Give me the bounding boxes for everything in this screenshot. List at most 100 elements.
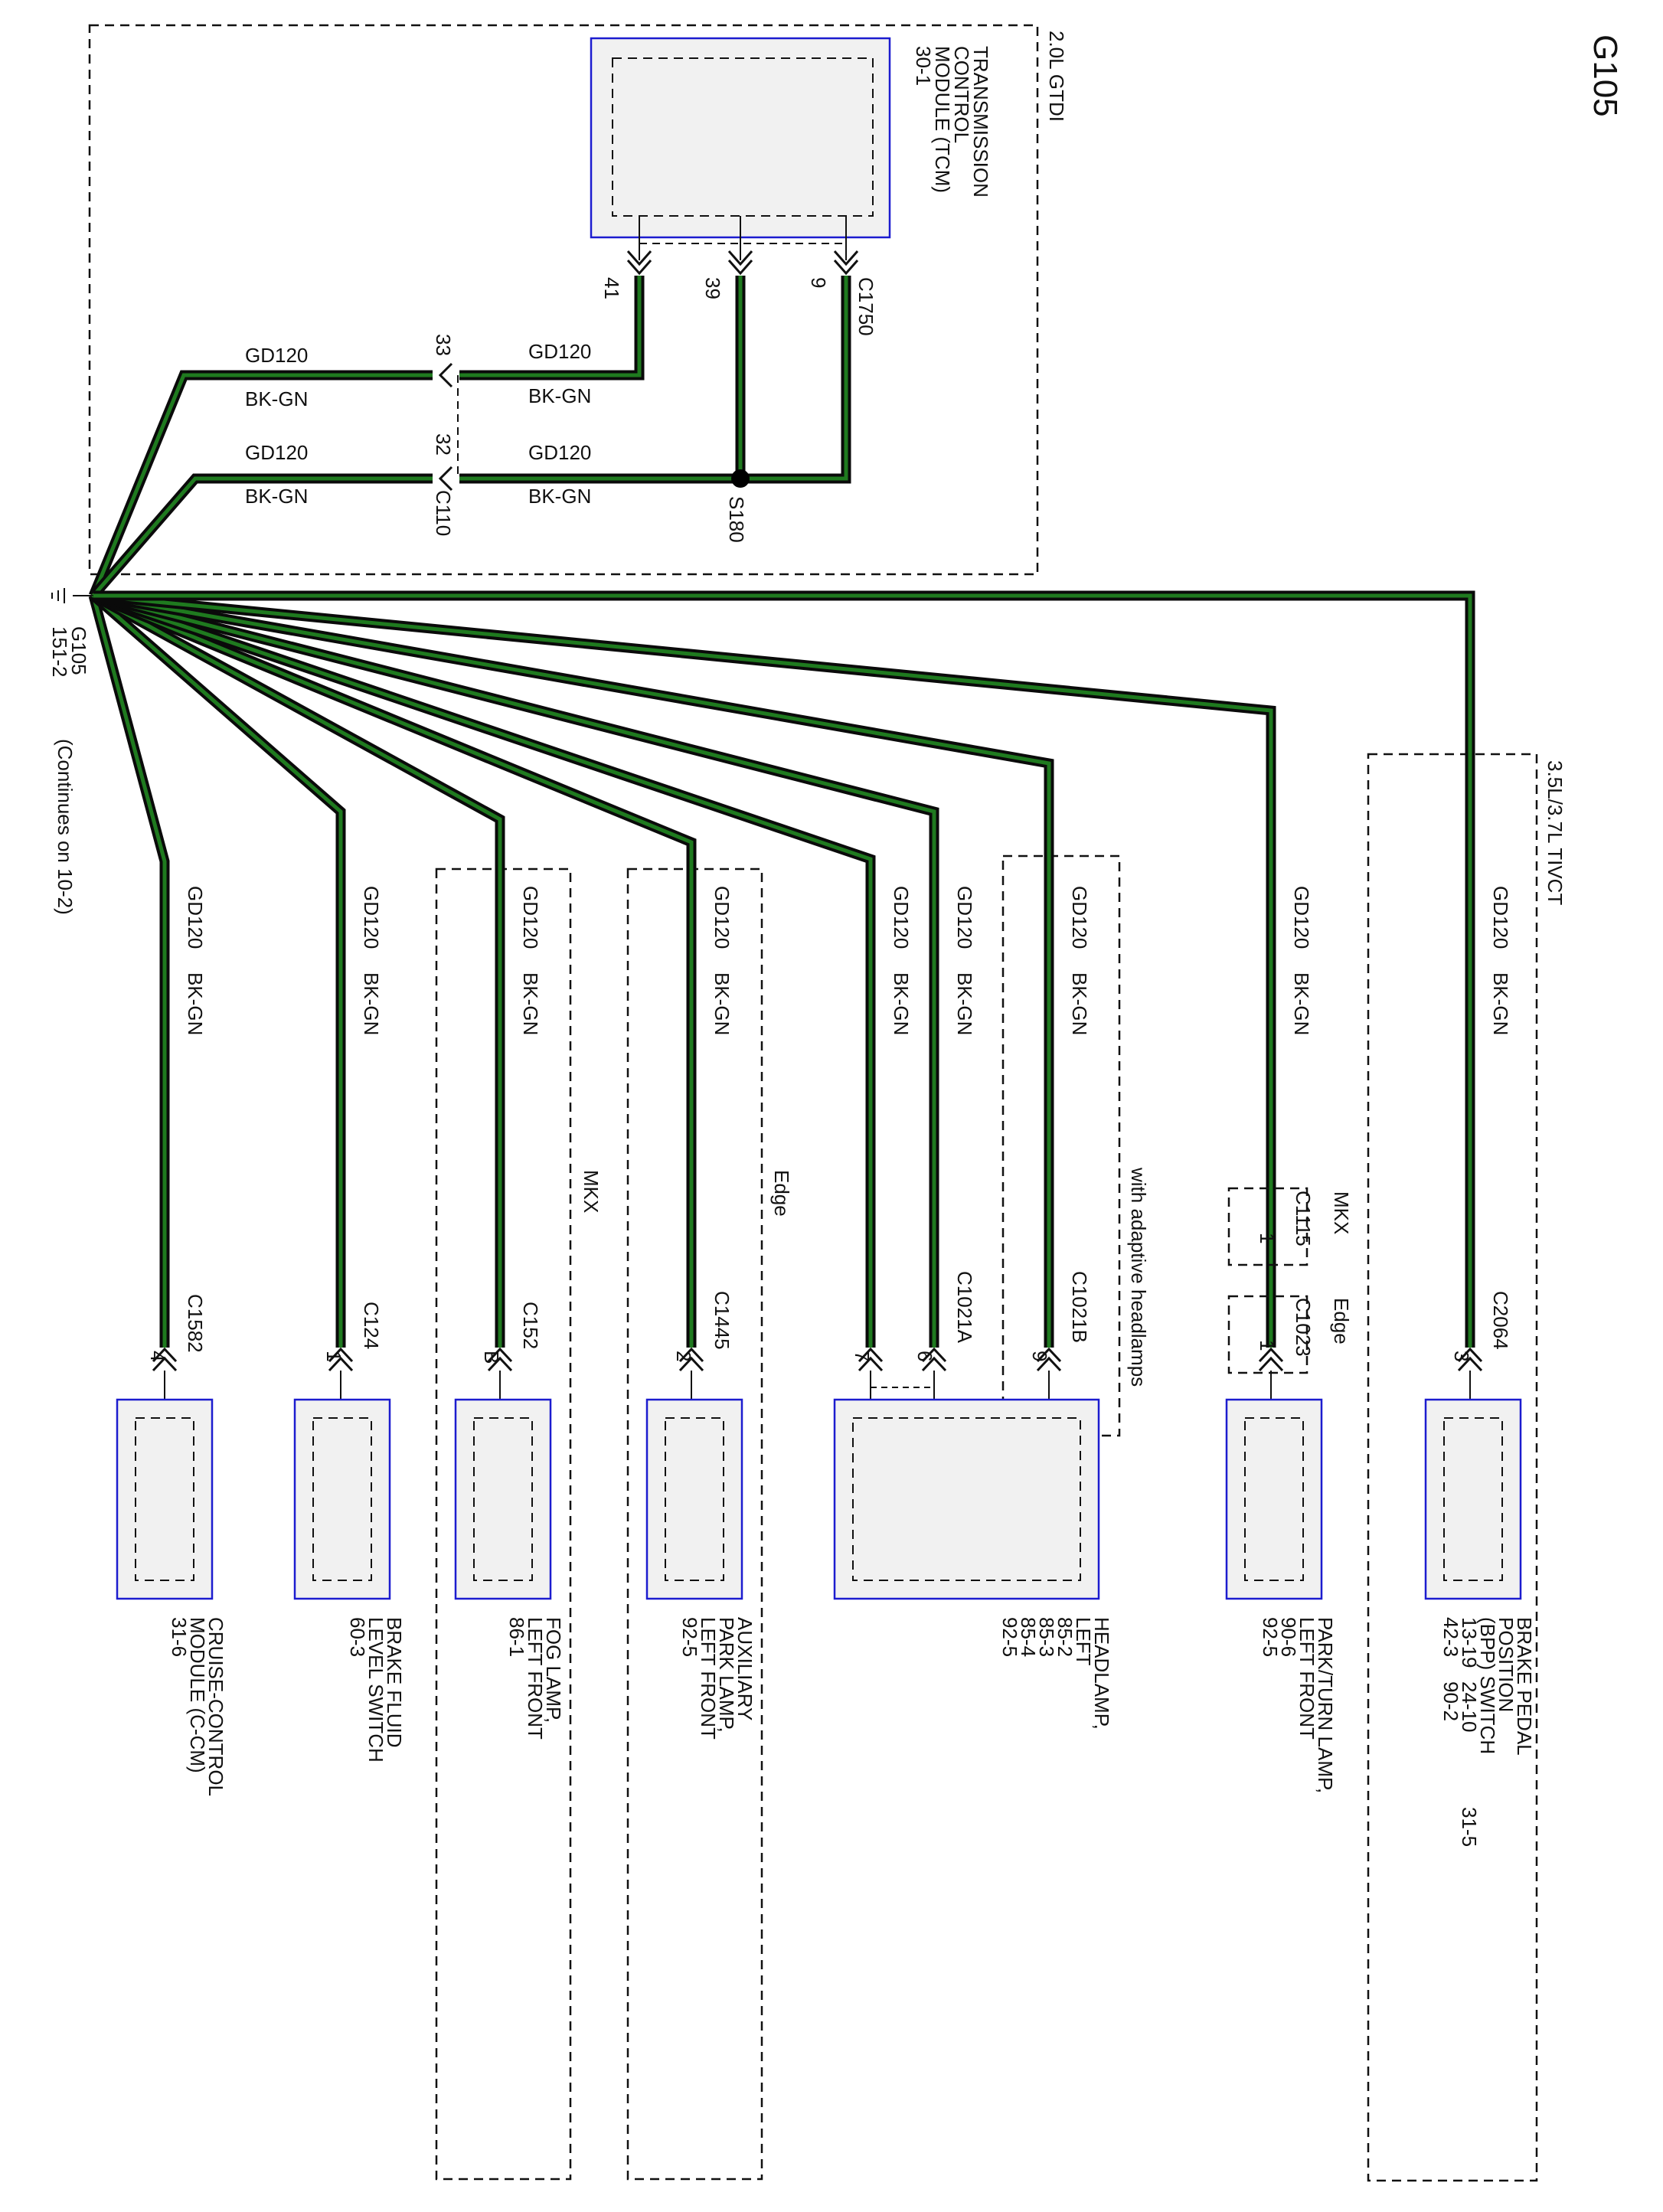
head-name-2: LEFT <box>1072 1617 1095 1666</box>
headlamp-left[interactable] <box>833 1398 1100 1600</box>
tcm-name-4: 30-1 <box>912 46 935 86</box>
fog-name-2: LEFT FRONT <box>524 1617 547 1740</box>
tivct-region <box>1367 753 1538 2182</box>
head-connector-a: C1021A <box>953 1271 976 1344</box>
park-name-4: 92-5 <box>1259 1617 1282 1657</box>
bpp-ref-31-5: 31-5 <box>1458 1807 1481 1847</box>
ccm-name-3: 31-6 <box>168 1617 191 1657</box>
head-pin-9: 9 <box>1028 1351 1051 1361</box>
wire-label-bkgn-a: BK-GN <box>245 387 308 410</box>
bfl-connector: C124 <box>360 1302 383 1349</box>
park-c1023-label: C1023 <box>1292 1298 1315 1357</box>
load-connector-arrows <box>152 1347 1483 1424</box>
vwire-head6-gd120: GD120 <box>953 886 976 949</box>
wire-label-gd120-b: GD120 <box>528 340 591 363</box>
vwire-bfl-gd120: GD120 <box>360 886 383 949</box>
park-c1023-pin: 1 <box>1256 1340 1279 1351</box>
c110-ground-wires[interactable] <box>88 370 433 600</box>
page-code: G105 <box>1586 34 1624 117</box>
park-name-3: 90-6 <box>1277 1617 1300 1657</box>
bpp-switch[interactable] <box>1424 1398 1522 1600</box>
aux-park-lamp[interactable] <box>645 1398 743 1600</box>
c110-pin-32: 32 <box>432 433 455 456</box>
splice-dot <box>731 469 750 488</box>
aux-name-1: AUXILIARY <box>733 1617 756 1720</box>
ground-continues-note: (Continues on 10-2) <box>54 739 77 915</box>
bfl-pin: 1 <box>322 1351 345 1361</box>
vwire-head7-gd120: GD120 <box>890 886 913 949</box>
park-c1023-box <box>1227 1295 1309 1374</box>
gtdi-label: 2.0L GTDI <box>1045 31 1068 122</box>
tcm-connector-c1750: C1750 <box>854 277 877 336</box>
aux-connector: C1445 <box>711 1291 733 1350</box>
c110-label: C110 <box>432 490 455 536</box>
park-name-2: LEFT FRONT <box>1295 1617 1318 1740</box>
bfl-name-2: LEVEL SWITCH <box>364 1617 387 1763</box>
bpp-pin: 3 <box>1450 1351 1473 1361</box>
park-c1115-label: C1115 <box>1292 1191 1315 1246</box>
fog-pin: B <box>480 1351 503 1364</box>
vwire-fog-gd120: GD120 <box>519 886 542 949</box>
park-edge-label: Edge <box>1330 1298 1353 1345</box>
bpp-ref-24-10: 24-10 <box>1458 1681 1481 1733</box>
ccm-module[interactable] <box>116 1398 214 1600</box>
bpp-name-2: POSITION <box>1495 1617 1518 1712</box>
park-name-1: PARK/TURN LAMP, <box>1314 1617 1337 1793</box>
wire-label-bkgn-c: BK-GN <box>245 485 308 508</box>
head-connector-b: C1021B <box>1068 1271 1091 1343</box>
c110-pin-33: 33 <box>432 334 455 356</box>
ccm-pin: 4 <box>146 1351 169 1361</box>
park-c1115-box <box>1227 1187 1309 1266</box>
vwire-fog-bkgn: BK-GN <box>519 972 542 1035</box>
aux-name-3: LEFT FRONT <box>697 1617 720 1740</box>
vwire-bpp-bkgn: BK-GN <box>1489 972 1512 1035</box>
vwire-park-bkgn: BK-GN <box>1290 972 1313 1035</box>
head-name-1: HEADLAMP, <box>1090 1617 1113 1730</box>
mkx-region-label: MKX <box>580 1170 603 1213</box>
ground-name: G105 <box>67 626 90 675</box>
fog-name-1: FOG LAMP, <box>542 1617 565 1723</box>
bpp-ref-90-2: 90-2 <box>1439 1681 1462 1721</box>
tcm-pin-39: 39 <box>701 277 724 299</box>
head-pin-7: 7 <box>851 1351 874 1361</box>
vwire-head9-gd120: GD120 <box>1068 886 1091 949</box>
bpp-ref-13-19: 13-19 <box>1458 1617 1481 1668</box>
vwire-aux-gd120: GD120 <box>711 886 733 949</box>
park-c1115-pin: 1 <box>1256 1233 1279 1243</box>
vwire-ccm-gd120: GD120 <box>184 886 207 949</box>
ccm-name-1: CRUISE-CONTROL <box>204 1617 227 1796</box>
vwire-ccm-bkgn: BK-GN <box>184 972 207 1035</box>
bpp-name-3: (BPP) SWITCH <box>1476 1617 1499 1754</box>
vwire-bpp-gd120: GD120 <box>1489 886 1512 949</box>
splice-label: S180 <box>725 496 748 543</box>
tcm-name-2: CONTROL <box>950 46 973 143</box>
tcm-module[interactable] <box>590 37 891 239</box>
bfl-name-3: 60-3 <box>346 1617 369 1657</box>
adaptive-region-label: with adaptive headlamps <box>1127 1167 1150 1387</box>
head-pin-6: 6 <box>913 1351 936 1361</box>
wire-label-bkgn-b: BK-GN <box>528 384 591 407</box>
wire-label-gd120-a: GD120 <box>245 344 308 367</box>
fog-connector: C152 <box>519 1302 542 1349</box>
vwire-aux-bkgn: BK-GN <box>711 972 733 1035</box>
tcm-name-3: MODULE (TCM) <box>931 46 954 193</box>
ccm-connector: C1582 <box>184 1294 207 1353</box>
aux-name-4: 92-5 <box>678 1617 701 1657</box>
ground-symbol <box>51 588 93 603</box>
fog-name-3: 86-1 <box>505 1617 528 1657</box>
gtdi-region <box>88 24 1039 576</box>
fanout-wires[interactable] <box>88 590 1475 1348</box>
bfl-switch[interactable] <box>293 1398 391 1600</box>
tcm-connector-pins <box>626 216 859 276</box>
wire-label-gd120-d: GD120 <box>528 441 591 464</box>
tcm-wires[interactable] <box>459 276 851 484</box>
fog-lamp[interactable] <box>454 1398 552 1600</box>
adaptive-region <box>1001 854 1121 1437</box>
tcm-name-1: TRANSMISSION <box>969 46 992 198</box>
park-turn-lamp[interactable] <box>1225 1398 1323 1600</box>
vwire-head9-bkgn: BK-GN <box>1068 972 1091 1035</box>
wire-label-bkgn-d: BK-GN <box>528 485 591 508</box>
tivct-region-label: 3.5L/3.7L TIVCT <box>1544 760 1567 905</box>
